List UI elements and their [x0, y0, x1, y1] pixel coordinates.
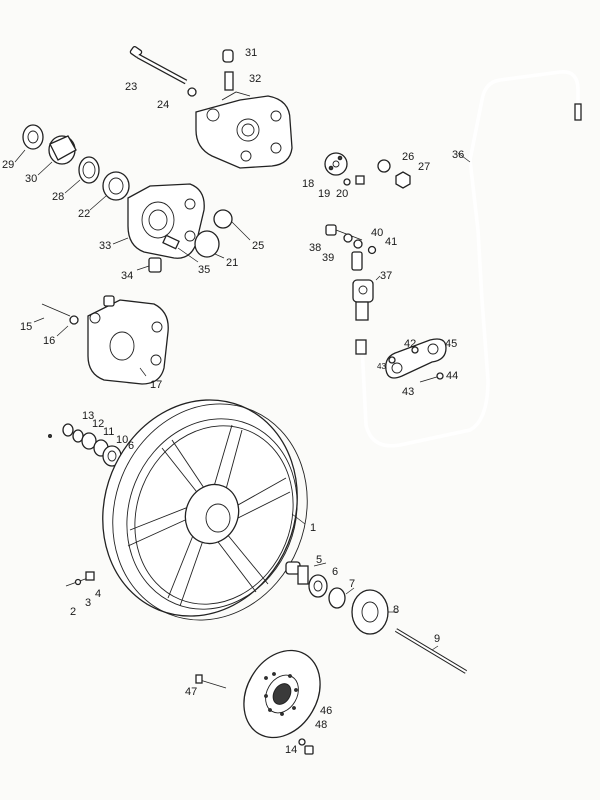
callout-24: 24 — [157, 99, 170, 111]
callout-20: 20 — [336, 188, 349, 200]
callout-46: 46 — [320, 705, 333, 717]
axle-parts — [285, 561, 468, 674]
callout-45: 45 — [445, 338, 458, 350]
callout-5: 5 — [316, 554, 323, 566]
axle-clamp-bolt — [65, 571, 95, 587]
caliper-half — [112, 183, 205, 273]
brake-caliper-lower — [33, 295, 169, 385]
callout-47: 47 — [185, 686, 198, 698]
brake-caliper-upper — [195, 91, 293, 169]
callout-26: 26 — [402, 151, 415, 163]
callout-32: 32 — [249, 73, 262, 85]
callout-43b: 43 — [402, 386, 415, 398]
callout-36: 36 — [452, 149, 465, 161]
callout-41: 41 — [385, 236, 398, 248]
hose-clamp — [385, 338, 447, 383]
callout-12: 12 — [92, 418, 105, 430]
callout-4: 4 — [95, 588, 102, 600]
callout-9: 9 — [434, 633, 441, 645]
callout-6b: 6 — [128, 440, 135, 452]
callout-39: 39 — [322, 252, 335, 264]
brake-pads — [136, 209, 251, 271]
callout-11: 11 — [103, 426, 115, 438]
callout-37: 37 — [380, 270, 393, 282]
callout-1: 1 — [310, 522, 317, 534]
callout-2: 2 — [70, 606, 77, 618]
callout-33: 33 — [99, 240, 112, 252]
callout-43a: 43 — [377, 362, 386, 371]
callout-35: 35 — [198, 264, 211, 276]
piston-seals — [14, 124, 130, 211]
callout-8: 8 — [393, 604, 400, 616]
callout-17: 17 — [150, 379, 163, 391]
callout-28: 28 — [52, 191, 65, 203]
callout-15: 15 — [20, 321, 33, 333]
callout-31: 31 — [245, 47, 258, 59]
callout-22: 22 — [78, 208, 91, 220]
callout-23: 23 — [125, 81, 138, 93]
callout-7: 7 — [349, 578, 356, 590]
callout-30: 30 — [25, 173, 38, 185]
callout-40: 40 — [371, 227, 384, 239]
callout-14: 14 — [285, 744, 298, 756]
callout-6: 6 — [332, 566, 339, 578]
brake-hose — [355, 70, 582, 448]
front-wheel — [102, 399, 308, 621]
small-fittings-top — [324, 152, 411, 189]
callout-34: 34 — [121, 270, 134, 282]
callout-38: 38 — [309, 242, 322, 254]
callout-10: 10 — [116, 434, 129, 446]
callout-25: 25 — [252, 240, 265, 252]
callout-44: 44 — [446, 370, 459, 382]
callout-18: 18 — [302, 178, 315, 190]
hose-fitting — [352, 275, 381, 321]
callout-29: 29 — [2, 159, 15, 171]
callout-48: 48 — [315, 719, 328, 731]
callout-42: 42 — [404, 338, 417, 350]
callout-3: 3 — [85, 597, 92, 609]
callout-13: 13 — [82, 410, 95, 422]
banjo-bolt-set — [325, 224, 377, 271]
callout-27: 27 — [418, 161, 431, 173]
callout-21: 21 — [226, 257, 239, 269]
brake-disc — [195, 649, 321, 755]
caliper-bolt — [129, 45, 234, 97]
callout-16: 16 — [43, 335, 56, 347]
callout-19: 19 — [318, 188, 331, 200]
